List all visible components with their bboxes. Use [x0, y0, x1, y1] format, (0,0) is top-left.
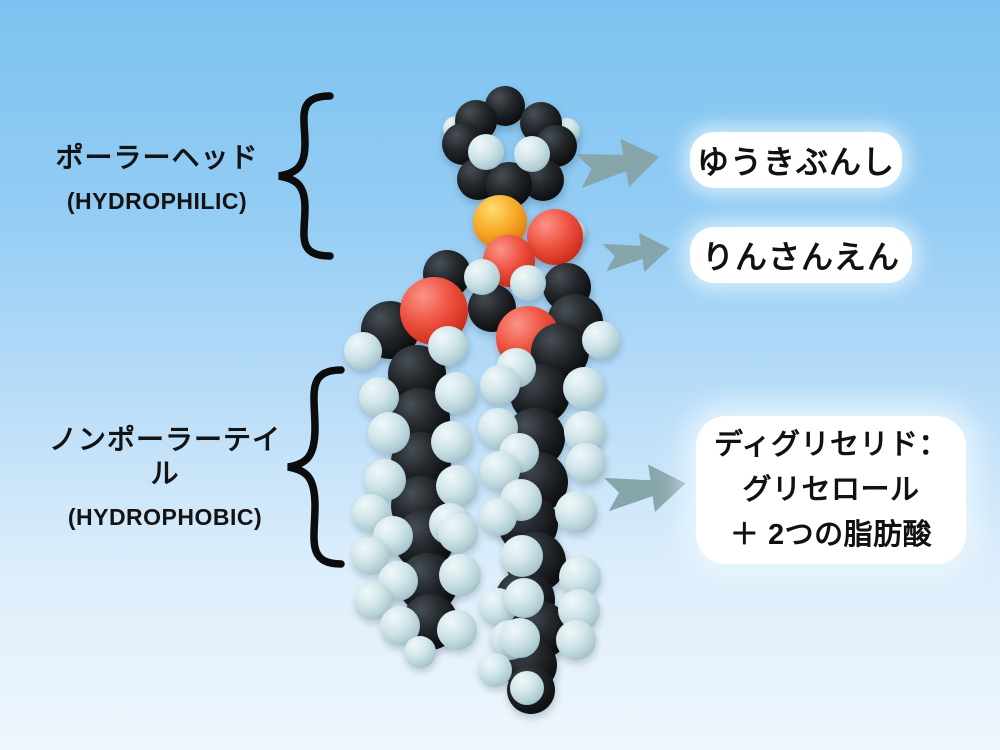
atom-H [563, 367, 605, 409]
arrow-to-diglyceride-icon [604, 464, 686, 512]
polar-head-label-jp: ポーラーヘッド [55, 142, 259, 173]
atom-H [479, 498, 517, 536]
atom-H [428, 326, 468, 366]
atom-H [510, 671, 544, 705]
atom-O [527, 209, 583, 265]
atom-H [437, 610, 477, 650]
brace-nonpolar-tail-icon [287, 366, 345, 568]
callout-phosphate: りんさんえん [690, 227, 912, 283]
polar-head-label: ポーラーヘッド (HYDROPHILIC) [37, 141, 277, 215]
callout-diglyceride-line3: ＋ 2つの脂肪酸 [729, 518, 933, 551]
atom-H [436, 465, 478, 507]
atom-H [556, 620, 596, 660]
callout-organic-molecule: ゆうきぶんし [690, 132, 902, 188]
atom-H [435, 372, 477, 414]
callout-diglyceride: ディグリセリド： グリセロール ＋ 2つの脂肪酸 [696, 416, 966, 564]
atom-H [478, 653, 512, 687]
atom-H [566, 443, 606, 483]
callout-organic-molecule-text: ゆうきぶんし [696, 144, 895, 180]
atom-H [404, 636, 436, 668]
polar-head-label-en: (HYDROPHILIC) [66, 188, 248, 214]
atom-H [359, 377, 399, 417]
callout-diglyceride-line1: ディグリセリド： [714, 428, 948, 461]
atom-H [368, 412, 410, 454]
atom-H [480, 365, 520, 405]
callout-phosphate-text: りんさんえん [701, 239, 900, 275]
atom-H [555, 491, 597, 533]
nonpolar-tail-label-en: (HYDROPHOBIC) [67, 504, 263, 530]
atom-H [464, 259, 500, 295]
atom-H [438, 513, 478, 553]
nonpolar-tail-label: ノンポーラーテイル (HYDROPHOBIC) [40, 423, 290, 531]
atom-H [431, 421, 473, 463]
atom-H [582, 321, 620, 359]
atom-H [504, 578, 544, 618]
atom-H [468, 134, 504, 170]
brace-polar-head-icon [278, 92, 334, 260]
atom-H [439, 554, 481, 596]
callout-diglyceride-line2: グリセロール [742, 473, 920, 506]
atom-H [501, 535, 543, 577]
atom-H [514, 136, 550, 172]
atom-H [510, 265, 546, 301]
arrow-to-organic-icon [575, 138, 660, 189]
arrow-to-phosphate-icon [602, 232, 670, 272]
atom-H [344, 332, 382, 370]
atom-H [500, 618, 540, 658]
nonpolar-tail-label-jp: ノンポーラーテイル [48, 424, 281, 489]
